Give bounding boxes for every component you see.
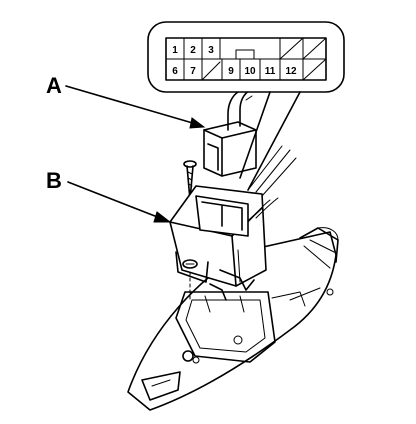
pin-1: 1 xyxy=(172,45,178,56)
leader-a: A xyxy=(46,73,206,129)
label-b: B xyxy=(46,168,62,193)
pin-2: 2 xyxy=(190,45,196,56)
pin-3: 3 xyxy=(208,45,214,56)
pin-12: 12 xyxy=(285,66,297,77)
pin-9: 9 xyxy=(228,66,234,77)
connector-a xyxy=(203,89,257,177)
component-b xyxy=(169,185,279,301)
steering-column-shroud xyxy=(127,227,339,411)
mounting-recess xyxy=(175,291,276,363)
label-a: A xyxy=(46,73,62,98)
pin-6: 6 xyxy=(172,66,178,77)
harness-wires xyxy=(247,145,297,197)
pin-11: 11 xyxy=(265,66,276,77)
pin-10: 10 xyxy=(244,66,256,77)
connector-face-inset: 1 2 3 6 7 9 10 11 12 xyxy=(147,21,345,191)
leader-b: B xyxy=(46,168,172,223)
pin-7: 7 xyxy=(190,66,196,77)
